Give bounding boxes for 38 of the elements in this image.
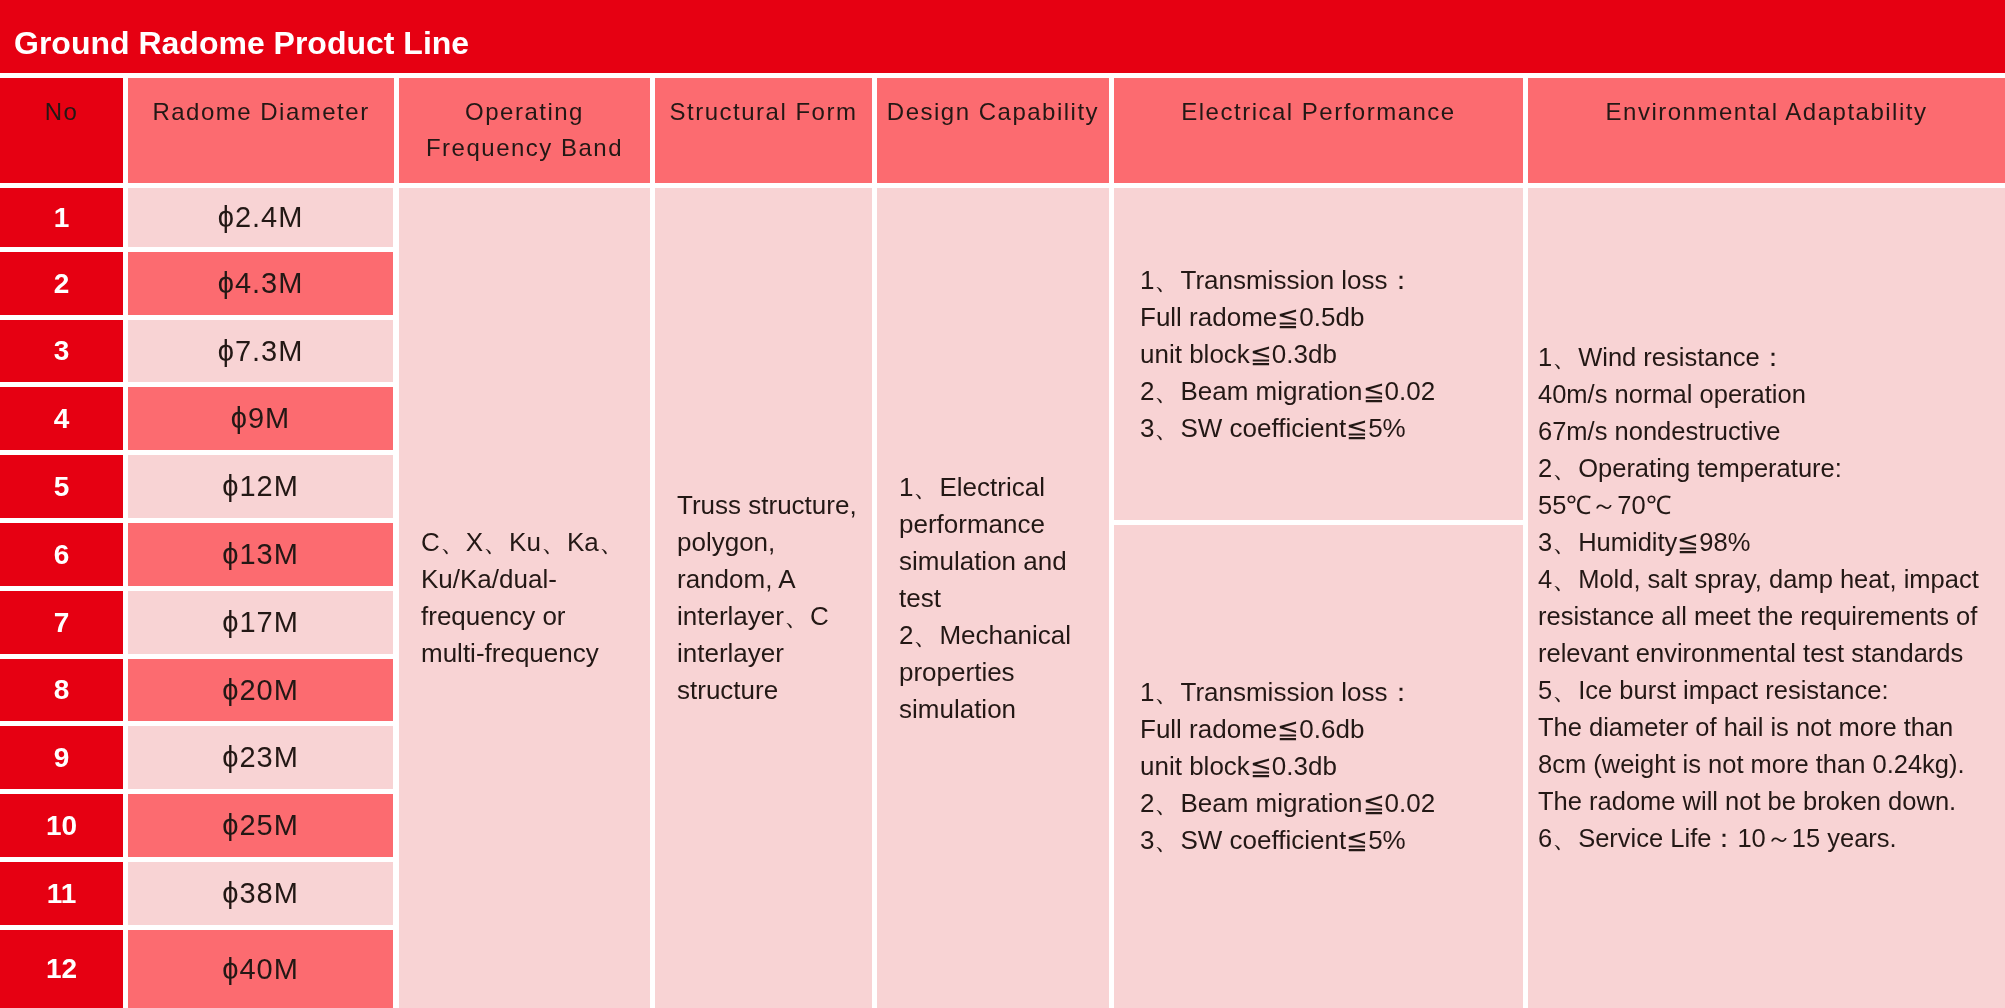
table-cell: 1、Wind resistance： 40m/s normal operation 67m/s nondestructive 2、Operating temperature: 55℃～70℃ 3、Humidity≦98% 4、Mold, salt spray, damp heat, impact resistance all meet the requirements of relevant environmental test standards 5、Ice burst impact resistance: The diameter of hail is not more than 8cm (weight is not more than 0.24kg). The radome will not be broken down. 6、Service Life：10～15 years. [1528,188,2005,1008]
row-number-cell: 3 [0,320,123,382]
diameter-cell: ϕ23M [128,726,393,789]
row-number-cell: 6 [0,523,123,586]
header-cell: Environmental Adaptability [1528,78,2005,183]
row-number-cell: 5 [0,455,123,518]
diameter-cell: ϕ7.3M [128,320,393,382]
diameter-cell: ϕ2.4M [128,188,393,247]
row-number-cell: 1 [0,188,123,247]
row-number-cell: 8 [0,659,123,721]
table-cell: 1、Transmission loss： Full radome≦0.5db unit block≦0.3db 2、Beam migration≦0.02 3、SW coefficient≦5% [1114,188,1523,520]
title-bar: Ground Radome Product Line [0,0,2005,73]
diameter-cell: ϕ25M [128,794,393,857]
diameter-cell: ϕ12M [128,455,393,518]
table-cell: Truss structure, polygon, random, A interlayer、C interlayer structure [655,188,872,1008]
diameter-cell: ϕ13M [128,523,393,586]
header-cell: Structural Form [655,78,872,183]
header-cell: Operating Frequency Band [399,78,650,183]
header-cell: Design Capability [877,78,1109,183]
diameter-cell: ϕ38M [128,862,393,925]
table-cell: C、X、Ku、Ka、Ku/Ka/dual-frequency or multi-frequency [399,188,650,1008]
row-number-cell: 2 [0,252,123,315]
row-number-cell: 10 [0,794,123,857]
header-cell: Radome Diameter [128,78,394,183]
diameter-cell: ϕ20M [128,659,393,721]
diameter-cell: ϕ4.3M [128,252,393,315]
header-cell: No [0,78,123,183]
row-number-cell: 7 [0,591,123,654]
diameter-cell: ϕ40M [128,930,393,1008]
row-number-cell: 12 [0,930,123,1008]
row-number-cell: 9 [0,726,123,789]
row-number-cell: 11 [0,862,123,925]
table-cell: 1、Electrical performance simulation and test 2、Mechanical properties simulation [877,188,1109,1008]
diameter-cell: ϕ17M [128,591,393,654]
row-number-cell: 4 [0,387,123,450]
header-cell: Electrical Performance [1114,78,1523,183]
diameter-cell: ϕ9M [128,387,393,450]
table-cell: 1、Transmission loss： Full radome≦0.6db unit block≦0.3db 2、Beam migration≦0.02 3、SW coefficient≦5% [1114,525,1523,1008]
